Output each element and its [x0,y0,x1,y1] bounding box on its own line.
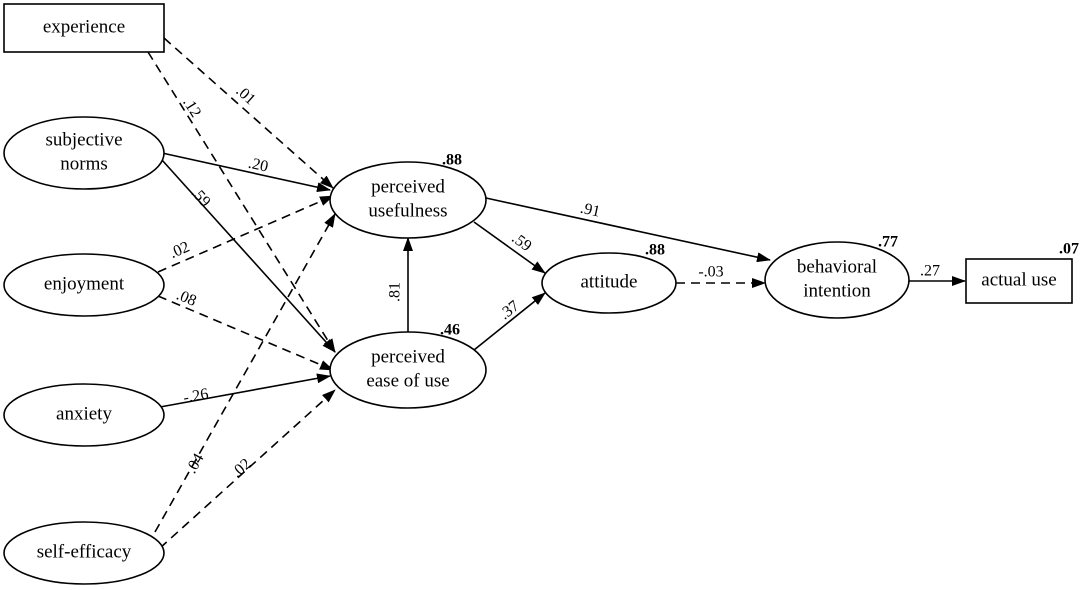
node-attitude: attitude .88 [541,242,677,314]
node-attitude-label-line: attitude [581,271,638,292]
node-behavioral-intention-label-line: behavioral [797,256,877,277]
node-experience: experience [3,3,165,53]
node-actual-use-r-squared: .07 [1059,241,1079,258]
coefficient-behavioral-intention-to-actual-use: .27 [920,263,940,280]
coefficient-experience-to-perceived-usefulness: .01 [232,82,258,108]
node-subjective-norms-ellipse [3,116,165,190]
path-self-efficacy-to-perceived-ease-of-use [159,389,336,549]
node-perceived-ease-of-use: perceived ease of use .46 [329,322,487,409]
paths-layer [147,37,966,549]
node-behavioral-intention-r-squared: .77 [878,234,898,251]
node-actual-use-label-line: actual use [981,269,1056,290]
path-perceived-usefulness-to-behavioral-intention [485,197,771,263]
coefficient-self-efficacy-to-perceived-ease-of-use: .02 [228,455,254,481]
node-perceived-usefulness-ellipse [329,161,487,239]
node-subjective-norms-label-line: norms [60,153,108,174]
node-behavioral-intention-label-line: intention [803,280,871,301]
node-experience-box [3,3,165,53]
node-self-efficacy-ellipse [3,521,165,585]
node-perceived-ease-of-use-ellipse [329,331,487,409]
coefficient-enjoyment-to-perceived-ease-of-use: .08 [174,287,199,310]
node-enjoyment-ellipse [3,253,165,317]
node-perceived-usefulness-label-line: perceived [371,176,445,197]
coefficient-attitude-to-behavioral-intention: -.03 [698,264,723,281]
node-enjoyment-label-line: enjoyment [44,273,125,294]
coefficient-enjoyment-to-perceived-usefulness: .02 [167,238,192,262]
coefficients-layer: .01 .12 .20 .59 .02 .08 -.26 .04 .02 .81 .59 .37 .91… [167,82,940,481]
coefficient-subjective-norms-to-perceived-ease-of-use: .59 [188,184,214,210]
coefficient-perceived-ease-of-use-to-attitude: .37 [496,297,522,323]
path-enjoyment-to-perceived-usefulness [157,195,334,273]
path-self-efficacy-to-perceived-usefulness [154,213,336,533]
node-subjective-norms: subjective norms [3,116,165,190]
node-perceived-usefulness-r-squared: .88 [442,152,462,169]
node-perceived-ease-of-use-label-line: ease of use [366,370,449,391]
node-enjoyment: enjoyment [3,253,165,317]
node-behavioral-intention: behavioral intention .77 [764,234,910,319]
node-perceived-ease-of-use-r-squared: .46 [440,322,460,339]
node-anxiety-label-line: anxiety [56,403,112,424]
node-subjective-norms-label-line: subjective [45,129,122,150]
path-anxiety-to-perceived-ease-of-use [159,373,331,408]
node-self-efficacy-label-line: self-efficacy [37,541,132,562]
path-enjoyment-to-perceived-ease-of-use [157,295,334,371]
coefficient-experience-to-perceived-ease-of-use: .12 [179,95,204,121]
coefficient-perceived-ease-of-use-to-perceived-usefulness: .81 [387,282,404,302]
path-perceived-ease-of-use-to-attitude [473,292,546,351]
nodes-layer: experience subjective norms enjoyment anxiet… [3,3,1079,585]
path-experience-to-perceived-usefulness [163,37,334,189]
node-perceived-usefulness: perceived usefulness .88 [329,152,487,239]
path-perceived-usefulness-to-attitude [473,221,546,274]
path-subjective-norms-to-perceived-ease-of-use [161,159,336,353]
node-attitude-r-squared: .88 [645,242,665,259]
node-perceived-usefulness-label-line: usefulness [368,200,447,221]
path-subjective-norms-to-perceived-usefulness [161,152,331,193]
node-behavioral-intention-ellipse [764,241,910,319]
coefficient-self-efficacy-to-perceived-usefulness: .04 [183,451,208,477]
coefficient-subjective-norms-to-perceived-usefulness: .20 [247,155,270,176]
node-anxiety-ellipse [3,383,165,447]
node-actual-use-box [965,258,1073,304]
node-self-efficacy: self-efficacy [3,521,165,585]
node-experience-label-line: experience [43,16,125,37]
node-perceived-ease-of-use-label-line: perceived [371,346,445,367]
coefficient-perceived-usefulness-to-behavioral-intention: .91 [579,200,602,221]
node-anxiety: anxiety [3,383,165,447]
node-actual-use: actual use.07 [965,241,1079,304]
coefficient-perceived-usefulness-to-attitude: .59 [508,230,534,255]
node-attitude-ellipse [541,252,677,314]
coefficient-anxiety-to-perceived-ease-of-use: -.26 [182,386,210,407]
